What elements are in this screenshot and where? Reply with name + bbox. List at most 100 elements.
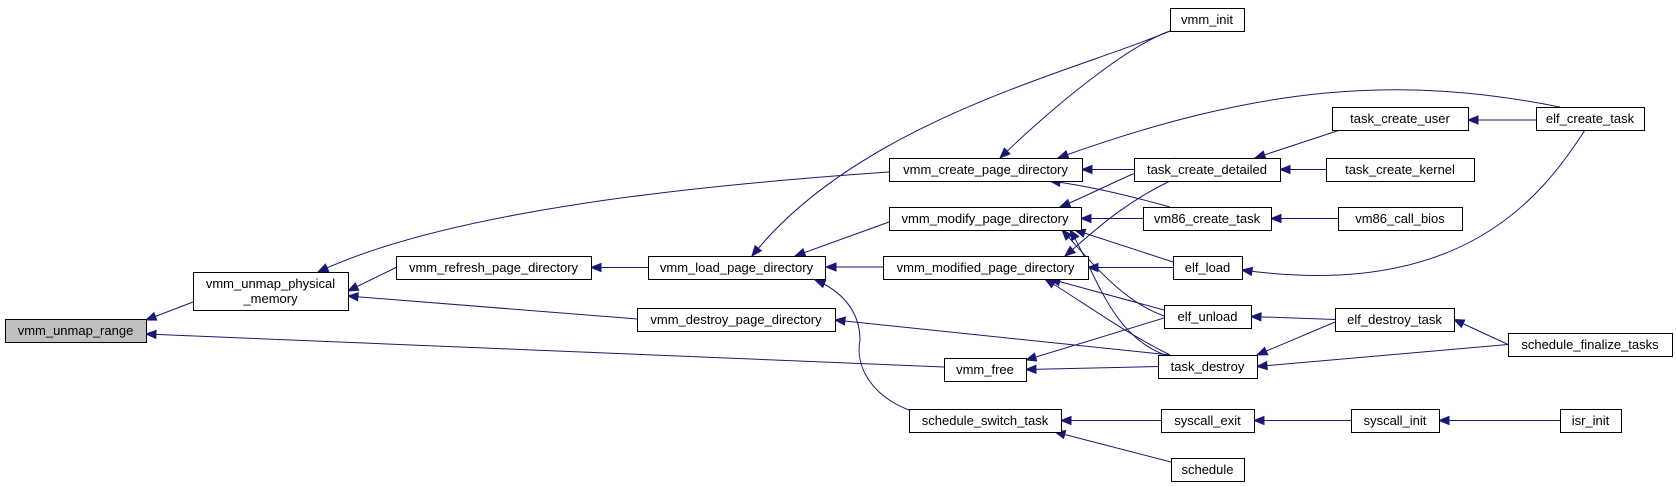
node-vmm-free[interactable]: vmm_free	[944, 358, 1027, 382]
node-vmm-init[interactable]: vmm_init	[1170, 8, 1245, 32]
node-schedule[interactable]: schedule	[1171, 458, 1245, 482]
node-vmm-create-page-directory[interactable]: vmm_create_page_directory	[889, 158, 1083, 182]
arrowhead	[1063, 245, 1077, 257]
arrowhead	[316, 263, 330, 273]
node-label: vmm_unmap_physical	[206, 276, 335, 291]
nodes-layer: vmm_unmap_range vmm_unmap_physical_memory…	[5, 8, 1673, 482]
arrowhead	[1059, 415, 1072, 426]
edge-vmm_modify_page_directory-to-vmm_load_page_directory	[793, 221, 890, 257]
node-label: schedule	[1181, 462, 1233, 477]
node-vmm-modify-page-directory[interactable]: vmm_modify_page_directory	[889, 207, 1082, 231]
node-box[interactable]	[1326, 158, 1475, 182]
edge-task_destroy-to-vmm_modify_page_directory	[1069, 228, 1166, 356]
node-box[interactable]	[1351, 409, 1440, 433]
node-box[interactable]	[1171, 458, 1245, 482]
edge-vm86_call_bios-to-vm86_create_task	[1269, 213, 1338, 224]
node-label: elf_unload	[1178, 309, 1238, 324]
arrowhead	[1252, 415, 1265, 426]
arrowhead	[1437, 415, 1450, 426]
node-task-create-user[interactable]: task_create_user	[1332, 107, 1469, 131]
node-box[interactable]	[193, 272, 349, 311]
edge-line	[1064, 180, 1171, 257]
node-label: schedule_finalize_tasks	[1521, 337, 1659, 352]
node-elf-create-task[interactable]: elf_create_task	[1536, 107, 1645, 131]
node-box[interactable]	[1170, 8, 1245, 32]
edge-line	[1025, 317, 1165, 361]
node-box[interactable]	[1338, 207, 1463, 231]
node-box[interactable]	[1143, 207, 1272, 231]
node-box[interactable]	[637, 308, 836, 332]
node-box[interactable]	[1164, 305, 1252, 329]
node-label: syscall_exit	[1174, 413, 1241, 428]
edge-line	[999, 30, 1171, 159]
node-box[interactable]	[1508, 333, 1673, 357]
node-label: vmm_free	[956, 362, 1014, 377]
arrowhead	[589, 262, 602, 273]
edge-schedule_finalize_tasks-to-task_destroy	[1255, 344, 1509, 371]
node-label: task_destroy	[1171, 359, 1245, 374]
node-elf-load[interactable]: elf_load	[1173, 256, 1243, 280]
node-vmm-load-page-directory[interactable]: vmm_load_page_directory	[648, 256, 826, 280]
edge-elf_create_task-to-task_create_user	[1466, 115, 1536, 125]
arrowhead	[1253, 150, 1267, 160]
node-box[interactable]	[1134, 158, 1281, 182]
node-box[interactable]	[883, 256, 1089, 280]
node-elf-unload[interactable]: elf_unload	[1164, 305, 1252, 329]
node-elf-destroy-task[interactable]: elf_destroy_task	[1335, 308, 1455, 332]
node-label: elf_create_task	[1546, 111, 1635, 126]
node-box[interactable]	[889, 207, 1082, 231]
node-box[interactable]	[396, 256, 592, 280]
node-box[interactable]	[1335, 308, 1455, 332]
node-schedule-finalize-tasks[interactable]: schedule_finalize_tasks	[1508, 333, 1673, 357]
arrowhead	[1255, 346, 1269, 356]
node-vmm-destroy-page-directory[interactable]: vmm_destroy_page_directory	[637, 308, 836, 332]
node-box[interactable]	[944, 358, 1027, 382]
arrowhead	[1255, 360, 1268, 371]
node-box[interactable]	[909, 409, 1062, 433]
edge-vmm_destroy_page_directory-to-vmm_unmap_physical_memory	[346, 292, 638, 320]
node-box[interactable]	[1161, 409, 1255, 433]
node-syscall-init[interactable]: syscall_init	[1351, 409, 1440, 433]
node-vmm-refresh-page-directory[interactable]: vmm_refresh_page_directory	[396, 256, 592, 280]
node-task-destroy[interactable]: task_destroy	[1158, 355, 1258, 379]
edge-line	[751, 30, 1171, 257]
edge-line	[347, 295, 638, 320]
node-vmm-unmap-range[interactable]: vmm_unmap_range	[5, 319, 147, 343]
arrowhead	[1079, 213, 1092, 224]
arrowhead	[1466, 115, 1479, 125]
node-box[interactable]	[1332, 107, 1469, 131]
node-vm86-call-bios[interactable]: vm86_call_bios	[1338, 207, 1463, 231]
edge-task_create_user-to-task_create_detailed	[1253, 129, 1341, 160]
node-box[interactable]	[648, 256, 826, 280]
node-box[interactable]	[1173, 256, 1243, 280]
arrowhead	[1024, 364, 1037, 374]
node-box[interactable]	[5, 319, 147, 343]
node-vmm-unmap-physical-memory[interactable]: vmm_unmap_physical_memory	[193, 272, 349, 311]
edge-elf_load-to-vmm_modified_page_directory	[1086, 262, 1173, 273]
node-syscall-exit[interactable]: syscall_exit	[1161, 409, 1255, 433]
edge-vmm_modified_page_directory-to-vmm_load_page_directory	[824, 262, 883, 272]
arrowhead	[346, 282, 360, 292]
edge-line	[814, 279, 910, 411]
node-task-create-detailed[interactable]: task_create_detailed	[1134, 158, 1281, 182]
node-vm86-create-task[interactable]: vm86_create_task	[1143, 207, 1272, 231]
node-box[interactable]	[1560, 409, 1622, 433]
edge-elf_destroy_task-to-task_destroy	[1255, 321, 1336, 356]
node-task-create-kernel[interactable]: task_create_kernel	[1326, 158, 1475, 182]
node-label: elf_load	[1185, 260, 1231, 275]
node-box[interactable]	[1536, 107, 1645, 131]
node-label: task_create_kernel	[1345, 162, 1455, 177]
edge-vmm_create_page_directory-to-vmm_unmap_physical_memory	[316, 171, 890, 273]
node-vmm-modified-page-directory[interactable]: vmm_modified_page_directory	[883, 256, 1089, 280]
edges-layer	[144, 30, 1586, 463]
node-box[interactable]	[889, 158, 1083, 182]
node-label: vmm_modify_page_directory	[902, 211, 1069, 226]
arrowhead	[813, 279, 827, 289]
node-box[interactable]	[1158, 355, 1258, 379]
node-schedule-switch-task[interactable]: schedule_switch_task	[909, 409, 1062, 433]
node-label: vmm_load_page_directory	[660, 260, 814, 275]
edge-line	[317, 171, 890, 273]
node-isr-init[interactable]: isr_init	[1560, 409, 1622, 433]
edge-line	[1241, 129, 1586, 276]
